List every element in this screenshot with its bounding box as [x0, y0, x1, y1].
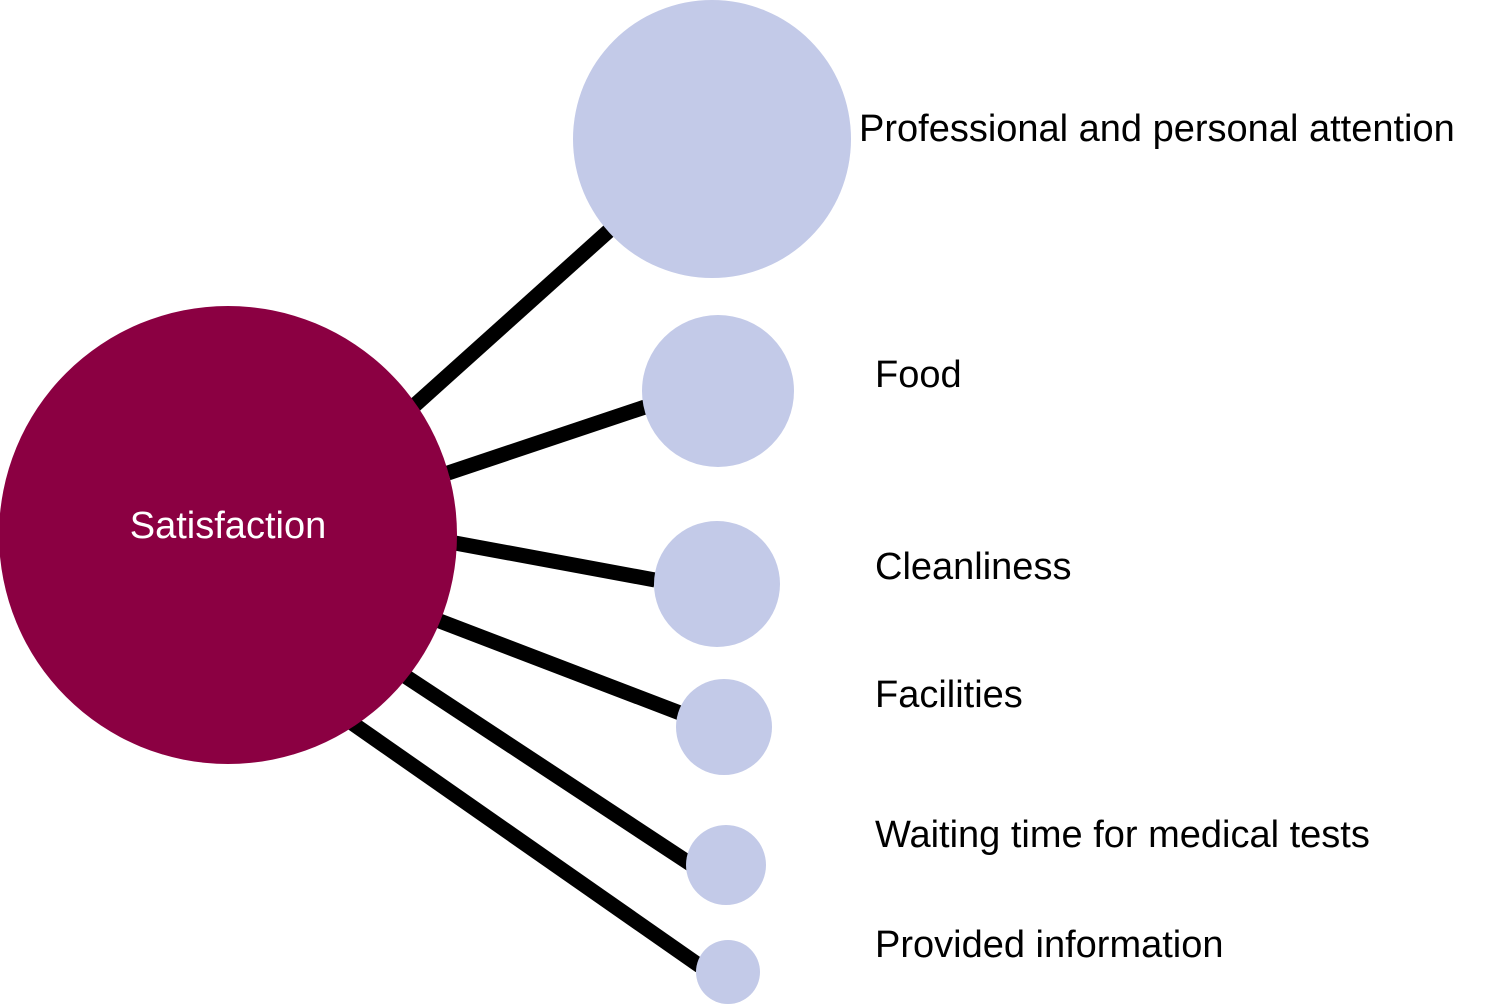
factor-label-cleanliness: Cleanliness [875, 546, 1072, 588]
center-node-satisfaction [0, 306, 457, 764]
factor-nodes [573, 0, 851, 1004]
connector-food [445, 399, 648, 481]
connector-provided-information [347, 716, 705, 973]
node-cleanliness [654, 521, 780, 647]
connector-attention [409, 222, 618, 411]
factor-label-food: Food [875, 354, 962, 396]
factor-label-provided-information: Provided information [875, 924, 1224, 966]
node-attention [573, 0, 851, 278]
node-waiting-time [686, 825, 766, 905]
node-facilities [676, 679, 772, 775]
connectors [347, 222, 705, 973]
node-provided-information [696, 940, 760, 1004]
node-food [642, 315, 794, 467]
center-label: Satisfaction [129, 505, 327, 547]
connector-waiting-time [400, 669, 697, 872]
connector-cleanliness [453, 535, 657, 588]
factor-label-attention: Professional and personal attention [859, 108, 1455, 150]
connector-facilities [434, 612, 683, 721]
factor-label-facilities: Facilities [875, 674, 1023, 716]
factor-label-waiting-time: Waiting time for medical tests [875, 814, 1370, 856]
